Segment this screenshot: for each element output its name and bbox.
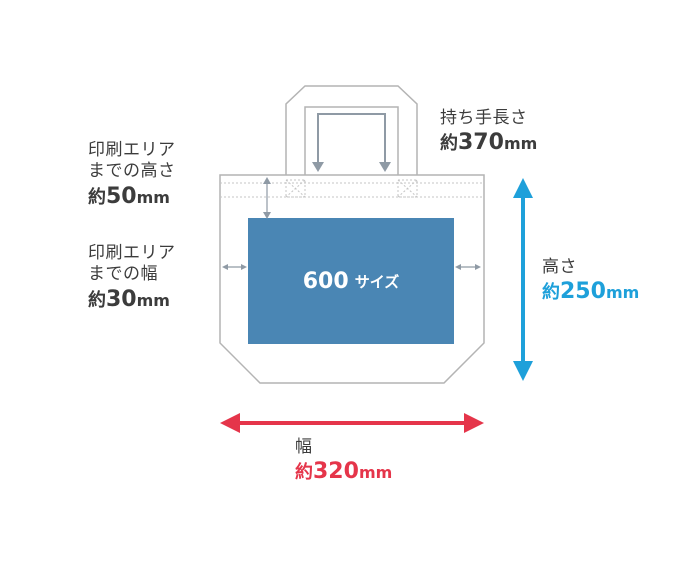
print-size-number: 600 <box>302 268 349 294</box>
print-size-label: 600 サイズ <box>248 218 454 344</box>
handle-length-guide <box>317 113 386 165</box>
print-size-suffix: サイズ <box>354 272 400 291</box>
handle-arrow-right <box>379 162 391 172</box>
print-width-line1: 印刷エリア <box>88 243 176 263</box>
width-arrow <box>220 413 484 433</box>
bag-body <box>219 174 485 384</box>
print-width-label: 印刷エリア までの幅 約30mm <box>88 243 176 313</box>
height-arrow <box>513 178 533 381</box>
handle-length-label: 持ち手長さ 約370mm <box>440 108 537 157</box>
bag-handle <box>285 85 418 175</box>
print-top-margin-arrow <box>263 177 271 219</box>
print-area <box>248 218 454 344</box>
height-label: 高さ 約250mm <box>542 257 639 306</box>
handle-length-title: 持ち手長さ <box>440 108 528 128</box>
print-right-margin-arrow <box>455 264 481 270</box>
width-value: 約320mm <box>295 459 393 485</box>
print-height-value: 約50mm <box>88 183 170 209</box>
print-height-line2: までの高さ <box>88 161 176 182</box>
handle-length-value: 約370mm <box>440 130 538 156</box>
print-left-margin-arrow <box>222 264 247 270</box>
width-label: 幅 約320mm <box>295 437 392 486</box>
seam-stitching <box>220 179 484 198</box>
width-title: 幅 <box>295 437 313 457</box>
print-height-line1: 印刷エリア <box>88 140 176 160</box>
print-width-value: 約30mm <box>88 286 170 312</box>
handle-arrow-left <box>312 162 324 172</box>
print-width-line2: までの幅 <box>88 264 158 285</box>
height-title: 高さ <box>542 257 577 277</box>
print-height-label: 印刷エリア までの高さ 約50mm <box>88 140 176 210</box>
height-value: 約250mm <box>542 279 640 305</box>
